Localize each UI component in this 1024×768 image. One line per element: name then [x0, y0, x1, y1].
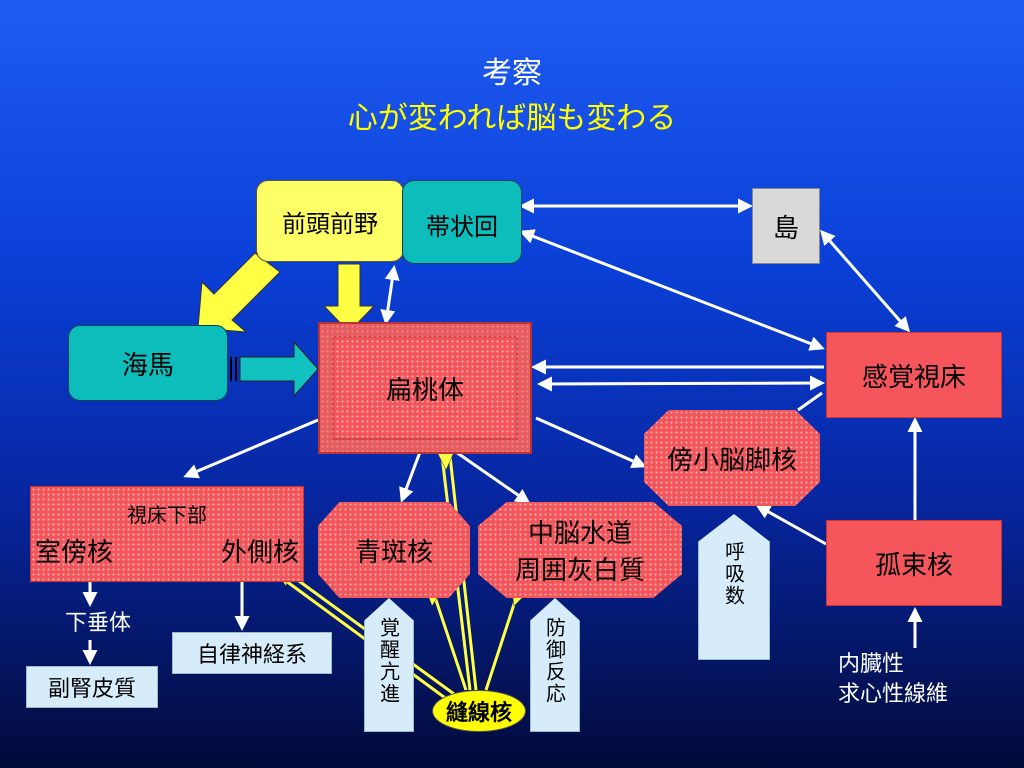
slide-title: 考察 [482, 56, 542, 91]
node-prefrontal: 前頭前野 [256, 180, 404, 262]
arrow-prefrontal-hippocampus [197, 252, 281, 333]
arrow-hippocampus-amygdala [239, 340, 319, 398]
node-insula: 島 [752, 188, 820, 264]
arrow-raphe-locus [432, 593, 468, 691]
arrow-insula-thalamus [820, 229, 910, 333]
node-adrenal: 副腎皮質 [26, 666, 158, 708]
label-arousal: 覚醒亢進 [364, 598, 414, 732]
arrow-amygdala-pag [455, 450, 531, 504]
pag-line1: 中脳水道 [527, 519, 632, 549]
arrow-amygdala-hypothalamus [183, 418, 319, 479]
arrow-solitary-parabrachial [755, 504, 827, 546]
node-hypothalamus: 視床下部 室傍核 外側核 [30, 486, 304, 582]
node-cingulate: 帯状回 [402, 180, 522, 264]
node-thalamus: 感覚視床 [826, 332, 1002, 418]
label-visceral: 内臓性 求心性線維 [838, 650, 948, 710]
hypothalamus-title: 視床下部 [127, 503, 207, 527]
node-autonomic: 自律神経系 [172, 632, 332, 674]
node-parabrachial: 傍小脳脚核 [644, 410, 820, 506]
label-defense: 防御反応 [530, 598, 580, 732]
visceral-line1: 内臓性 [838, 652, 905, 677]
hypothalamus-right: 外側核 [220, 538, 299, 568]
visceral-line2: 求心性線維 [838, 682, 949, 707]
arrow-amygdala-parabrachial [535, 416, 647, 468]
hypothalamus-nuclei: 室傍核 外側核 [35, 532, 299, 569]
node-pag: 中脳水道 周囲灰白質 [478, 502, 682, 598]
arrow-thalamus-parabrachial-2 [797, 391, 823, 412]
arrow-amygdala-locus [399, 451, 422, 503]
arrow-prefrontal-amygdala [380, 265, 400, 325]
label-respiration: 呼吸数 [698, 514, 770, 660]
arrow-thalamus-parabrachial [537, 375, 825, 392]
pag-line2: 周囲灰白質 [514, 556, 645, 586]
node-raphe: 縫線核 [432, 690, 526, 732]
slide-subtitle: 心が変われば脳も変わる [347, 101, 677, 136]
node-pituitary: 下垂体 [64, 611, 131, 636]
arrow-raphe-pag [484, 591, 520, 691]
node-locus: 青斑核 [318, 502, 470, 598]
node-amygdala: 扁桃体 [318, 322, 532, 454]
arrow-cingulate-thalamus [519, 229, 825, 351]
arrow-prefrontal-amygdala-yellow [322, 263, 376, 333]
node-hippocampus: 海馬 [68, 325, 228, 401]
node-solitary: 孤束核 [826, 520, 1002, 606]
hypothalamus-left: 室傍核 [35, 538, 114, 568]
